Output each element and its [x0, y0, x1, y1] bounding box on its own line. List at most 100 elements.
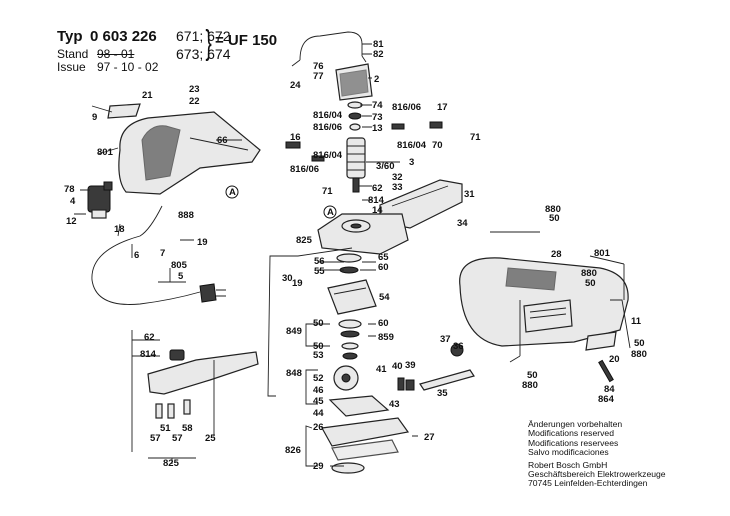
callout-814b: 814: [140, 349, 157, 360]
callout-57b: 57: [172, 433, 183, 444]
callout-51: 51: [160, 423, 171, 434]
callout-18: 18: [114, 224, 125, 235]
callout-50a: 50: [313, 318, 324, 329]
part-guide-rod: [397, 343, 475, 391]
callout-805: 805: [171, 260, 188, 271]
part-lower-base: [147, 349, 259, 419]
callout-13: 13: [372, 123, 383, 134]
callout-73: 73: [372, 112, 383, 123]
callout-11: 11: [631, 316, 642, 327]
part-brush-holders: [285, 121, 443, 162]
callout-880b: 880: [581, 268, 597, 279]
callout-65: 65: [378, 252, 389, 263]
callout-71a: 71: [470, 132, 481, 143]
part-gear-housing: [317, 213, 409, 255]
note-line: Geschäftsbereich Elektrowerkzeuge: [528, 469, 666, 480]
note-line: Änderungen vorbehalten: [528, 419, 623, 429]
callout-880c: 880: [631, 349, 647, 360]
callout-5: 5: [178, 271, 184, 282]
callout-816-04b: 816/04: [397, 140, 427, 151]
callout-30: 30: [282, 273, 293, 284]
callout-816-06b: 816/06: [392, 102, 421, 113]
part-power-cord: [91, 205, 226, 305]
part-right-housing: [459, 257, 629, 347]
stand-label: Stand: [57, 47, 89, 61]
callout-labels: 81 82 76 77 24 2 74 73 13 816/04 816/06 …: [64, 39, 647, 472]
callout-66: 66: [217, 135, 228, 146]
callout-21: 21: [142, 90, 153, 101]
type-code: 0 603 226: [90, 28, 157, 45]
callout-60b: 60: [378, 318, 389, 329]
callout-880d: 880: [522, 380, 538, 391]
stand-value: 98 - 01: [97, 47, 135, 61]
callout-50e: 50: [634, 338, 645, 349]
callout-33: 33: [392, 182, 403, 193]
leader-lines: [74, 43, 631, 467]
part-motor-housing: [335, 63, 373, 101]
callout-43: 43: [389, 399, 400, 410]
callout-17: 17: [437, 102, 448, 113]
callout-45: 45: [313, 396, 324, 407]
callout-71b: 71: [322, 186, 333, 197]
callout-9: 9: [92, 112, 97, 123]
callout-12: 12: [66, 216, 77, 227]
callout-3: 3: [409, 157, 414, 168]
note-line: Robert Bosch GmbH: [528, 459, 608, 470]
callout-825a: 825: [296, 235, 313, 246]
part-base-plate: [321, 417, 410, 474]
callout-801b: 801: [594, 248, 611, 259]
callout-27: 27: [424, 432, 435, 443]
callout-25: 25: [205, 433, 216, 444]
callout-22: 22: [189, 96, 200, 107]
note-line: 70745 Leinfelden-Echterdingen: [528, 478, 648, 489]
callout-marker-a2: [323, 205, 337, 219]
callout-marker-a1: [225, 185, 239, 199]
part-gear-stack: [327, 253, 390, 417]
callout-54: 54: [379, 292, 390, 303]
callout-14: 14: [372, 205, 383, 216]
callout-36: 36: [453, 341, 464, 352]
callout-40: 40: [392, 361, 403, 372]
callout-26: 26: [313, 422, 324, 433]
callout-816-06c: 816/06: [290, 164, 319, 175]
callout-801a: 801: [97, 147, 114, 158]
callout-62b: 62: [144, 332, 155, 343]
part-brush-bracket: [291, 31, 367, 67]
callout-52: 52: [313, 373, 324, 384]
callout-46: 46: [313, 385, 324, 396]
callout-28: 28: [551, 249, 562, 260]
callout-19b: 19: [292, 278, 303, 289]
part-switch-cluster: [87, 181, 113, 219]
callout-44: 44: [313, 408, 324, 419]
part-slide-plate: [585, 331, 617, 383]
callout-55: 55: [314, 266, 325, 277]
callout-826: 826: [285, 445, 301, 456]
callout-74: 74: [372, 100, 383, 111]
part-armature: [346, 137, 366, 193]
callout-39: 39: [405, 360, 416, 371]
callout-53: 53: [313, 350, 324, 361]
model-name: = UF 150: [215, 32, 278, 49]
callout-814a: 814: [368, 195, 385, 206]
callout-50b: 50: [313, 341, 324, 352]
issue-value: 97 - 10 - 02: [97, 60, 159, 74]
issue-label: Issue: [57, 60, 86, 74]
note-line: Modifications reservees: [528, 437, 619, 448]
callout-16: 16: [290, 132, 301, 143]
callout-37: 37: [440, 334, 451, 345]
callout-a1-letter: A: [229, 187, 236, 198]
callout-859: 859: [378, 332, 394, 343]
callout-20: 20: [609, 354, 620, 365]
callout-a2-letter: A: [327, 207, 334, 218]
legal-notes: Änderungen vorbehalten Modifications res…: [528, 419, 666, 489]
callout-77: 77: [313, 71, 324, 82]
callout-848: 848: [286, 368, 302, 379]
brace-glyph: }: [205, 24, 212, 62]
callout-888: 888: [178, 210, 194, 221]
callout-816-04c: 816/04: [313, 150, 343, 161]
callout-2: 2: [374, 74, 379, 85]
callout-864: 864: [598, 394, 615, 405]
callout-78: 78: [64, 184, 75, 195]
callout-70: 70: [432, 140, 443, 151]
